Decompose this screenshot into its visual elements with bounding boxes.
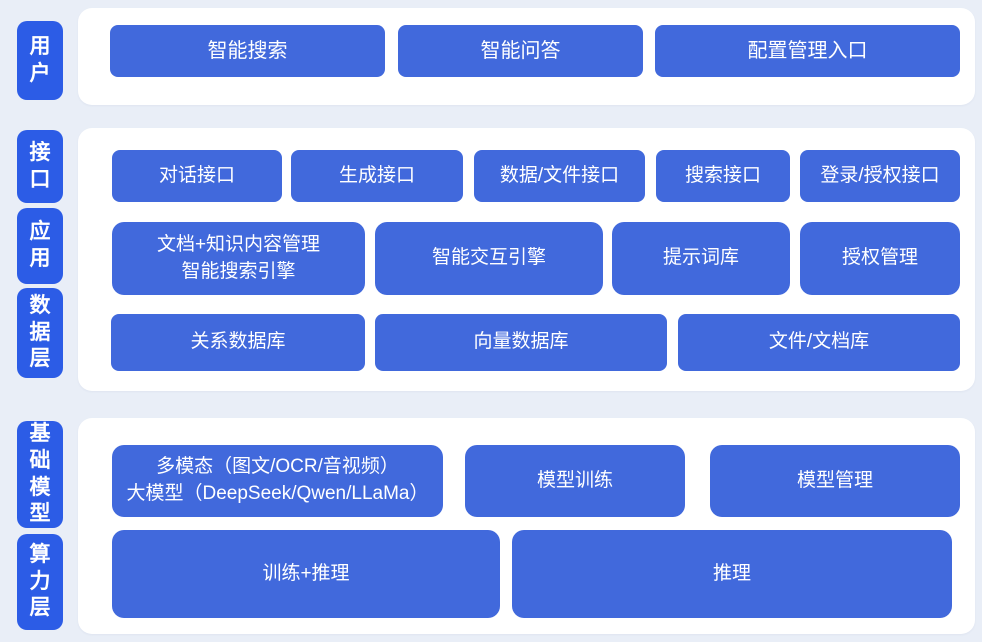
block-doc-knowledge-engine: 文档+知识内容管理 智能搜索引擎 <box>112 222 365 295</box>
block-login-auth-api-label: 登录/授权接口 <box>820 164 940 186</box>
block-search-api-label: 搜索接口 <box>684 164 761 186</box>
block-file-doc-db: 文件/文档库 <box>678 314 960 371</box>
block-multimodal-llm: 多模态（图文/OCR/音视频） 大模型（DeepSeek/Qwen/LLaMa） <box>112 445 443 517</box>
block-inference: 推理 <box>512 530 952 618</box>
tab-base-model-layer-label: 基础模型 <box>29 421 51 526</box>
block-train-inference-label: 训练+推理 <box>262 562 350 584</box>
tab-application-layer-label: 应用 <box>29 220 51 270</box>
block-smart-qa: 智能问答 <box>398 25 643 77</box>
block-search-api: 搜索接口 <box>656 150 790 202</box>
block-prompt-library-label: 提示词库 <box>662 247 739 269</box>
block-multimodal-llm-line2: 大模型（DeepSeek/Qwen/LLaMa） <box>126 483 429 504</box>
tab-compute-layer: 算力层 <box>17 534 63 630</box>
block-smart-search-label: 智能搜索 <box>207 40 288 62</box>
tab-data-layer: 数据层 <box>17 288 63 378</box>
block-file-doc-db-label: 文件/文档库 <box>768 331 870 353</box>
tab-interface-layer-label: 接口 <box>29 140 51 191</box>
block-model-management-label: 模型管理 <box>796 469 873 491</box>
block-smart-qa-label: 智能问答 <box>480 40 561 62</box>
block-model-training: 模型训练 <box>465 445 685 517</box>
tab-user-layer: 用户 <box>17 21 63 100</box>
block-doc-knowledge-line2: 智能搜索引擎 <box>181 260 296 282</box>
block-doc-knowledge-line1: 文档+知识内容管理 <box>156 233 321 255</box>
tab-user-layer-label: 用户 <box>29 34 51 85</box>
block-dialog-api-label: 对话接口 <box>158 164 235 186</box>
block-relational-db-label: 关系数据库 <box>190 331 286 353</box>
block-dialog-api: 对话接口 <box>112 150 282 202</box>
block-multimodal-llm-line1: 多模态（图文/OCR/音视频） <box>156 456 399 478</box>
tab-base-model-layer: 基础模型 <box>17 421 63 528</box>
block-interaction-engine-label: 智能交互引擎 <box>431 247 546 269</box>
block-auth-management: 授权管理 <box>800 222 960 295</box>
block-config-entry: 配置管理入口 <box>655 25 960 77</box>
block-interaction-engine: 智能交互引擎 <box>375 222 603 295</box>
block-inference-label: 推理 <box>712 562 751 584</box>
block-generate-api: 生成接口 <box>291 150 463 202</box>
block-generate-api-label: 生成接口 <box>338 164 415 186</box>
block-login-auth-api: 登录/授权接口 <box>800 150 960 202</box>
block-auth-management-label: 授权管理 <box>841 247 918 269</box>
block-train-inference: 训练+推理 <box>112 530 500 618</box>
block-prompt-library: 提示词库 <box>612 222 790 295</box>
block-data-file-api: 数据/文件接口 <box>474 150 645 202</box>
tab-data-layer-label: 数据层 <box>29 293 51 371</box>
block-smart-search: 智能搜索 <box>110 25 385 77</box>
block-relational-db: 关系数据库 <box>111 314 365 371</box>
tab-interface-layer: 接口 <box>17 130 63 203</box>
tab-application-layer: 应用 <box>17 208 63 284</box>
block-model-training-label: 模型训练 <box>536 469 613 491</box>
block-data-file-api-label: 数据/文件接口 <box>499 164 620 186</box>
tab-compute-layer-label: 算力层 <box>29 542 51 620</box>
block-config-entry-label: 配置管理入口 <box>747 40 868 62</box>
block-model-management: 模型管理 <box>710 445 960 517</box>
block-vector-db: 向量数据库 <box>375 314 667 371</box>
block-vector-db-label: 向量数据库 <box>473 331 569 353</box>
